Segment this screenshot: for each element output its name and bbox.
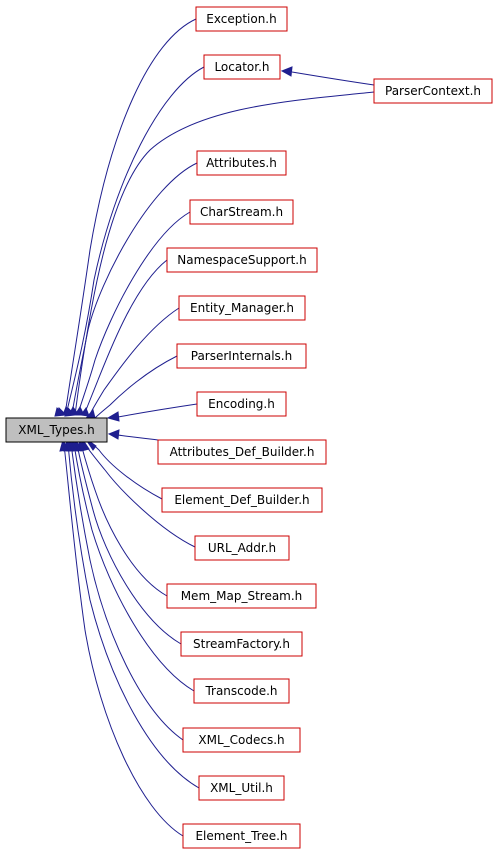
node-label: XML_Codecs.h [198,733,284,747]
edge-parsercontext-to-locator [291,71,375,86]
node-xml-types[interactable]: XML_Types.h [5,417,108,443]
arrowhead-encoding [106,411,120,422]
edge-transcode-to-xml-types [73,443,195,692]
node-encoding[interactable]: Encoding.h [196,391,287,417]
arrowhead-attributesdefbuilder [107,429,120,440]
arrowheads [54,66,293,452]
edge-charstream-to-xml-types [77,211,191,415]
node-label: Attributes.h [206,156,277,170]
node-label: URL_Addr.h [208,541,276,555]
node-label: Encoding.h [208,397,275,411]
node-label: XML_Types.h [18,423,95,437]
node-url-addr[interactable]: URL_Addr.h [194,535,290,561]
edge-entitymanager-to-xml-types [88,307,180,417]
node-label: Transcode.h [204,684,277,698]
edge-memmapstream-to-xml-types [80,443,168,597]
node-attributes-def-builder[interactable]: Attributes_Def_Builder.h [157,439,327,465]
edge-parsercontext-to-xml-types [74,91,375,416]
edge-namespacesupport-to-xml-types [83,259,168,416]
nodes: XML_Types.h Exception.h Locator.h Parser… [5,6,493,849]
node-label: Element_Def_Builder.h [174,493,309,507]
node-label: Element_Tree.h [195,829,287,843]
node-xml-util[interactable]: XML_Util.h [198,775,285,801]
node-label: ParserContext.h [385,84,481,98]
node-label: Entity_Manager.h [190,301,294,315]
edge-streamfactory-to-xml-types [76,443,182,645]
edge-elementdefbuilder-to-xml-types [89,441,163,500]
node-label: StreamFactory.h [193,637,290,651]
node-label: XML_Util.h [210,781,273,795]
node-element-def-builder[interactable]: Element_Def_Builder.h [161,487,323,513]
edge-urladdr-to-xml-types [84,443,196,548]
node-label: CharStream.h [200,205,283,219]
node-char-stream[interactable]: CharStream.h [189,199,294,225]
node-parser-internals[interactable]: ParserInternals.h [176,343,307,369]
node-stream-factory[interactable]: StreamFactory.h [180,631,303,657]
arrowhead-elementtree [59,438,69,452]
node-namespace-support[interactable]: NamespaceSupport.h [166,247,318,273]
arrowhead-locator-from-parsercontext [280,66,293,77]
node-entity-manager[interactable]: Entity_Manager.h [178,295,306,321]
node-label: ParserInternals.h [191,349,292,363]
node-label: Locator.h [214,60,269,74]
node-mem-map-stream[interactable]: Mem_Map_Stream.h [166,583,317,609]
edge-exception-to-xml-types [64,18,197,416]
edge-locator-to-xml-types [65,66,205,416]
arrowhead-namespacesupport [74,405,85,416]
edge-encoding-to-xml-types [117,403,198,418]
node-parser-context[interactable]: ParserContext.h [373,78,493,104]
edge-elementtree-to-xml-types [63,443,184,837]
edge-parserinternals-to-xml-types [94,355,178,419]
edge-xmlcodecs-to-xml-types [70,443,184,741]
arrowhead-entitymanager [80,406,90,417]
node-label: NamespaceSupport.h [177,253,306,267]
edge-attributesdefbuilder-to-xml-types [117,434,159,441]
node-locator[interactable]: Locator.h [203,54,281,80]
node-label: Attributes_Def_Builder.h [170,445,315,459]
node-attributes[interactable]: Attributes.h [196,150,287,176]
node-label: Mem_Map_Stream.h [181,589,303,603]
edges [63,18,375,837]
edge-attributes-to-xml-types [71,162,198,415]
node-transcode[interactable]: Transcode.h [193,678,290,704]
node-label: Exception.h [206,12,276,26]
node-element-tree[interactable]: Element_Tree.h [182,823,301,849]
node-xml-codecs[interactable]: XML_Codecs.h [182,727,301,753]
node-exception[interactable]: Exception.h [195,6,288,32]
edge-xmlutil-to-xml-types [67,443,200,789]
